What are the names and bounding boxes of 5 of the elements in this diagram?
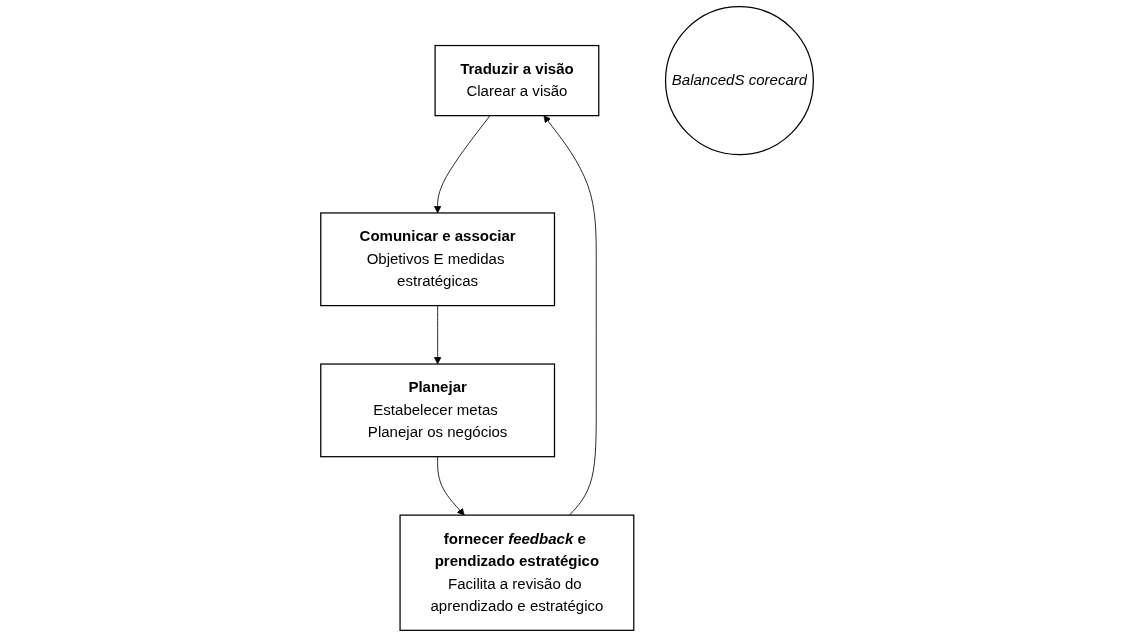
node-box: fornecer feedback e prendizado estratégico Facilita a revisão do aprendizado e estratégico bbox=[399, 514, 635, 631]
node-box: Comunicar e associar Objetivos E medidas estratégicas bbox=[320, 212, 556, 307]
node-circle: BalancedS corecard bbox=[665, 6, 815, 156]
node-box: Traduzir a visão Clarear a visão bbox=[434, 44, 600, 117]
node-box: Planejar Estabelecer metas Planejar os negócios bbox=[320, 363, 556, 458]
